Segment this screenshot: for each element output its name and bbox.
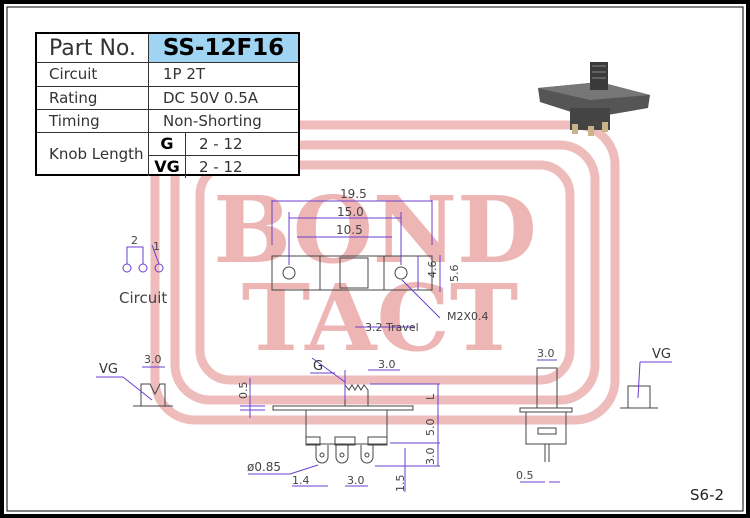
hole-thread-label: M2X0.4 [447, 310, 489, 323]
spec-label: Rating [37, 86, 149, 109]
knob-range: 2 - 12 [199, 157, 243, 176]
dim-g-width: 3.0 [378, 358, 396, 371]
dim-15-0: 15.0 [337, 205, 364, 219]
knob-option-vg: VG 2 - 12 [149, 155, 298, 178]
spec-table: Part No. SS-12F16 Circuit 1P 2T Rating D… [35, 32, 300, 178]
spec-value: Non-Shorting [163, 111, 262, 130]
vg-knob-right [620, 385, 658, 409]
knob-option-g: G 2 - 12 [149, 132, 298, 156]
part-no-row: Part No. SS-12F16 [37, 34, 298, 63]
dim-hole-diameter: ø0.85 [247, 460, 281, 474]
side-view-dimensions [240, 357, 440, 492]
part-no-value: SS-12F16 [149, 34, 298, 62]
spec-value: DC 50V 0.5A [163, 88, 259, 107]
dim-tip: 1.5 [394, 475, 407, 493]
vg-label-left: VG [99, 362, 118, 377]
circuit-pin-1: 1 [153, 240, 160, 253]
vg-label-right: VG [652, 347, 671, 362]
watermark-bond: BOND [213, 176, 536, 284]
dim-19-5: 19.5 [340, 187, 367, 201]
dim-body: 5.0 [424, 419, 437, 437]
spec-label: Circuit [37, 62, 149, 86]
spec-value: 1P 2T [163, 65, 206, 83]
part-no-label: Part No. [37, 34, 149, 62]
circuit-label: Circuit [119, 289, 167, 307]
spec-label: Knob Length [37, 132, 149, 176]
end-view-dimensions [520, 359, 560, 483]
dim-5-6: 5.6 [448, 265, 461, 283]
side-view [272, 383, 414, 464]
dim-plate: 0.5 [237, 382, 250, 400]
spec-row-timing: Timing Non-Shorting [37, 109, 298, 133]
dim-4-6: 4.6 [426, 261, 439, 279]
circuit-pin-2: 2 [131, 234, 138, 247]
dim-pitch-b: 3.0 [347, 474, 365, 487]
dim-10-5: 10.5 [336, 223, 363, 237]
dim-knob-length: L [424, 393, 437, 400]
dim-terminal: 3.0 [424, 448, 437, 466]
page-code: S6-2 [690, 486, 724, 504]
sheet-inner-frame [6, 6, 744, 512]
vg-knob-left [133, 383, 173, 407]
spec-row-knob-length: Knob Length G 2 - 12 VG 2 - 12 [37, 132, 298, 178]
top-view [271, 255, 433, 291]
product-photo [538, 62, 650, 136]
dim-end-width: 3.0 [537, 347, 555, 360]
end-view [519, 367, 573, 462]
spec-label: Timing [37, 109, 149, 132]
travel-label: 3.2 Travel [365, 321, 419, 334]
circuit-symbol [122, 244, 164, 273]
dim-pitch-a: 1.4 [292, 474, 310, 487]
g-label: G [313, 359, 323, 374]
spec-row-circuit: Circuit 1P 2T [37, 62, 298, 87]
dim-vg-width: 3.0 [144, 353, 162, 366]
top-view-dimensions [271, 200, 441, 328]
knob-range: 2 - 12 [199, 134, 243, 153]
knob-type: VG [149, 155, 186, 178]
spec-row-rating: Rating DC 50V 0.5A [37, 86, 298, 110]
dim-pin: 0.5 [516, 469, 534, 482]
knob-type: G [149, 132, 186, 155]
watermark-tact: TACT [242, 264, 519, 372]
watermark-logo [150, 120, 620, 425]
